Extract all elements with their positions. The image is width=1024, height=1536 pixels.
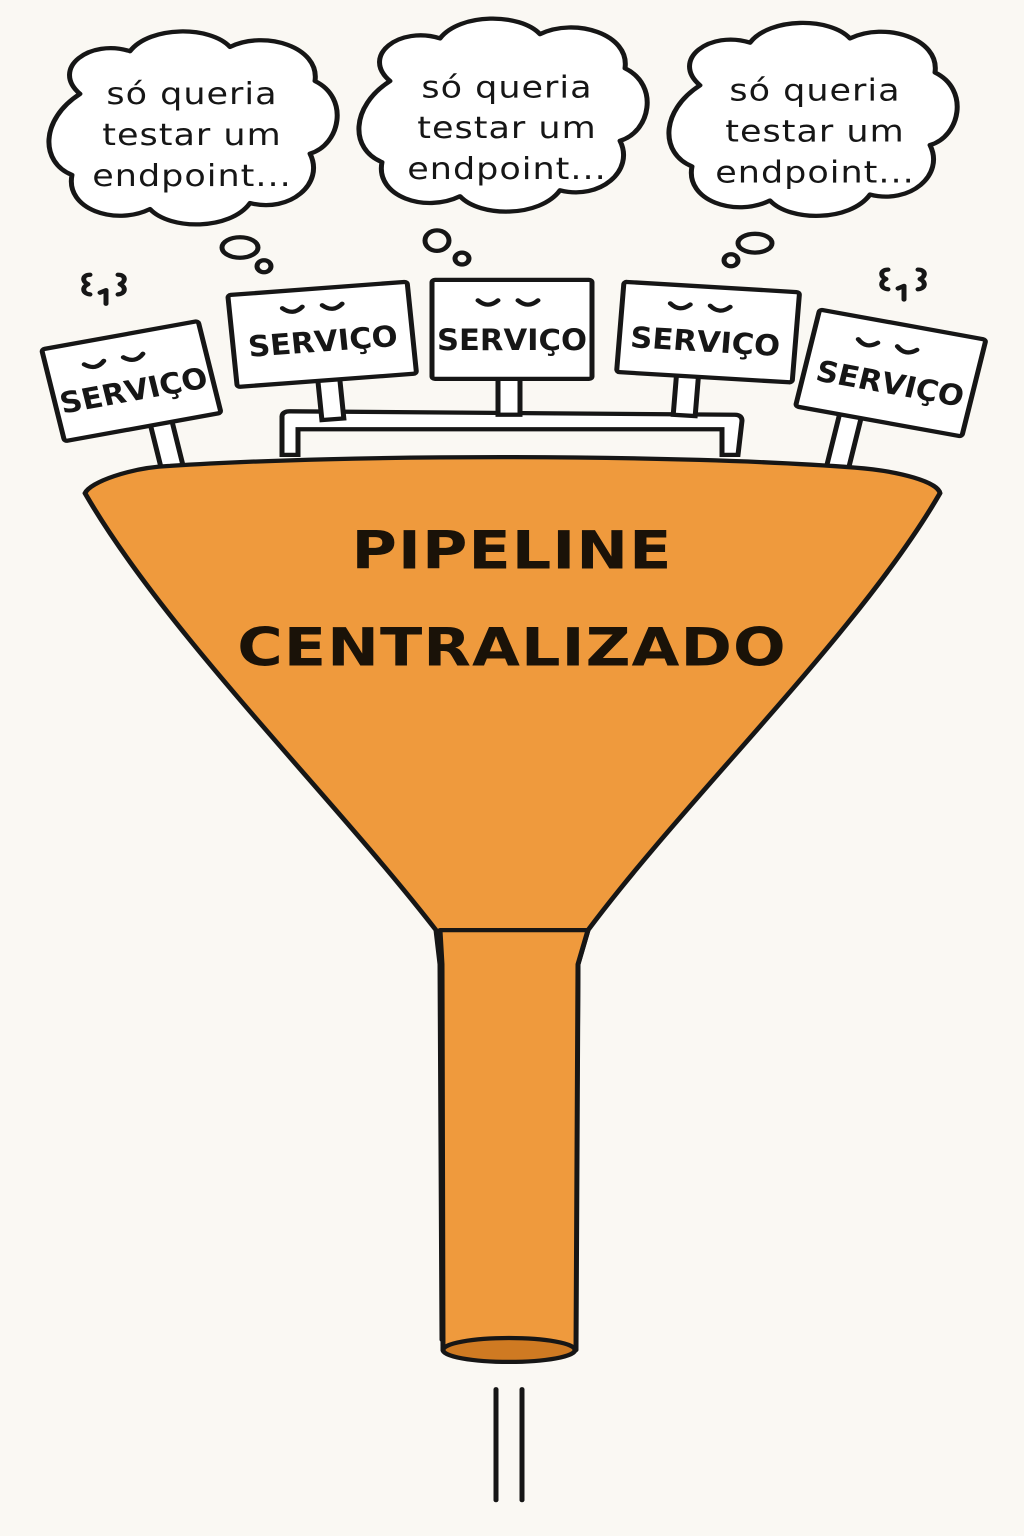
closed-eye-icon: [279, 304, 305, 314]
thought-bubble-small: [721, 252, 741, 269]
thought-bubble-large: [219, 235, 261, 260]
output-drip-lines: [493, 1387, 525, 1503]
sign-post: [670, 371, 702, 419]
closed-eye-icon: [81, 358, 107, 370]
sign-board: [429, 277, 595, 382]
funnel-spout: [437, 928, 591, 1353]
funnel-outlet: [440, 1335, 578, 1365]
sign-board: [793, 307, 988, 439]
sign-post: [823, 408, 865, 473]
sign-post: [495, 375, 523, 417]
thought-line-1: só queria: [729, 73, 900, 108]
service-sign-5: SERVIÇO: [793, 307, 988, 473]
service-sign-3: SERVIÇO: [429, 277, 595, 417]
thought-bubble-small: [452, 250, 472, 267]
thought-line-3: endpoint...: [715, 155, 914, 190]
closed-eye-icon: [855, 337, 881, 348]
closed-eye-icon: [515, 298, 541, 307]
service-sign-1: SERVIÇO: [39, 319, 223, 482]
thought-line-2: testar um: [725, 114, 904, 149]
closed-eye-icon: [120, 351, 146, 362]
thought-line-3: endpoint...: [407, 152, 606, 187]
funnel-cone: [82, 455, 943, 1342]
sigh-mark-right-icon: [879, 267, 927, 302]
thought-line-2: testar um: [417, 111, 596, 146]
sign-board: [614, 279, 802, 385]
sigh-mark-left-icon: [81, 272, 127, 306]
service-sign-2: SERVIÇO: [225, 279, 419, 423]
thought-line-1: só queria: [421, 70, 592, 105]
closed-eye-icon: [894, 344, 920, 355]
sign-board: [225, 279, 419, 389]
sign-rail: [279, 409, 745, 457]
funnel: PIPELINE CENTRALIZADO: [82, 455, 943, 1365]
thought-line-1: só queria: [106, 77, 277, 112]
thought-line-3: endpoint...: [92, 158, 291, 193]
funnel-title-line-2: CENTRALIZADO: [237, 617, 786, 679]
thought-bubble-small: [254, 258, 274, 275]
thought-bubble-large: [735, 231, 775, 255]
closed-eye-icon: [319, 301, 345, 311]
closed-eye-icon: [475, 298, 501, 307]
sign-label: SERVIÇO: [437, 324, 587, 357]
thought-bubble-large: [422, 228, 452, 254]
thought-cloud-3: só queria testar um endpoint...: [666, 20, 960, 269]
service-sign-4: SERVIÇO: [614, 279, 802, 419]
sign-board: [39, 319, 223, 443]
thought-cloud-2: só queria testar um endpoint...: [356, 16, 650, 267]
closed-eye-icon: [667, 301, 693, 311]
thought-line-2: testar um: [102, 118, 281, 153]
funnel-title-line-1: PIPELINE: [351, 520, 672, 582]
closed-eye-icon: [707, 303, 733, 313]
thought-cloud-1: só queria testar um endpoint...: [46, 29, 340, 275]
